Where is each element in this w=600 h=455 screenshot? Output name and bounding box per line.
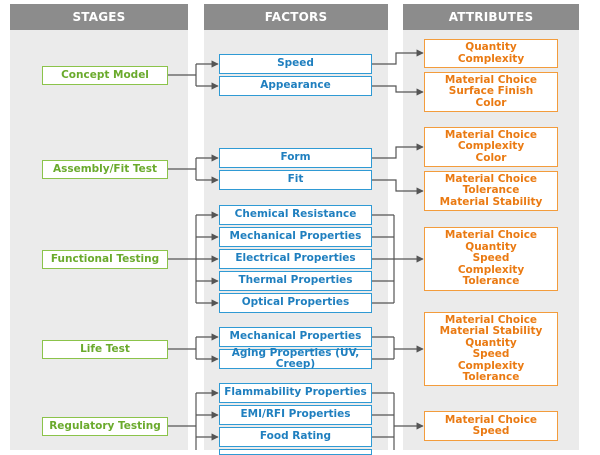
factor-optical-properties: Optical Properties bbox=[219, 293, 372, 313]
attribute-line: Color bbox=[475, 151, 507, 164]
attribute-group-5: Material Choice Quantity Speed Complexit… bbox=[424, 227, 558, 291]
factor-aging-properties: Aging Properties (UV, Creep) bbox=[219, 346, 372, 370]
factor-mechanical-properties: Mechanical Properties bbox=[219, 227, 372, 247]
factors-header: FACTORS bbox=[204, 4, 388, 30]
attribute-line: Material Choice bbox=[444, 229, 538, 242]
stage-functional-testing: Functional Testing bbox=[42, 250, 168, 269]
factor-label: Flammability Properties bbox=[224, 386, 367, 399]
stage-label: Regulatory Testing bbox=[49, 419, 161, 432]
factor-emi-rfi-properties: EMI/RFI Properties bbox=[219, 405, 372, 425]
attribute-line: Quantity bbox=[465, 336, 517, 349]
stage-concept-model: Concept Model bbox=[42, 66, 168, 85]
factor-label: Speed bbox=[277, 57, 314, 70]
attribute-line: Tolerance bbox=[462, 184, 520, 197]
attribute-line: Complexity bbox=[457, 359, 525, 372]
attribute-line: Material Choice bbox=[444, 73, 538, 86]
attribute-line: Complexity bbox=[457, 263, 525, 276]
stage-assembly-fit-test: Assembly/Fit Test bbox=[42, 160, 168, 179]
factor-label: Fit bbox=[287, 173, 304, 186]
attribute-line: Speed bbox=[472, 425, 510, 437]
attribute-group-2: Material Choice Surface Finish Color bbox=[424, 72, 558, 112]
attribute-line: Complexity bbox=[457, 52, 525, 65]
stage-life-test: Life Test bbox=[42, 340, 168, 359]
factor-label: EMI/RFI Properties bbox=[240, 408, 351, 421]
attribute-line: Speed bbox=[472, 348, 510, 360]
attribute-group-3: Material Choice Complexity Color bbox=[424, 127, 558, 167]
attribute-line: Speed bbox=[472, 252, 510, 265]
attribute-line: Quantity bbox=[465, 240, 517, 253]
attribute-line: Material Choice bbox=[444, 313, 538, 326]
stage-label: Life Test bbox=[80, 342, 130, 355]
factor-label: Form bbox=[280, 151, 311, 164]
attribute-line: Material Stability bbox=[439, 195, 543, 208]
attribute-line: Quantity bbox=[465, 41, 517, 53]
stage-label: Assembly/Fit Test bbox=[52, 162, 158, 175]
factor-flammability-properties: Flammability Properties bbox=[219, 383, 372, 403]
factor-label: Mechanical Properties bbox=[229, 330, 362, 343]
attribute-line: Material Stability bbox=[439, 325, 543, 337]
attribute-line: Complexity bbox=[457, 140, 525, 153]
attributes-header: ATTRIBUTES bbox=[403, 4, 579, 30]
factor-form: Form bbox=[219, 148, 372, 168]
factor-label: Thermal Properties bbox=[238, 274, 353, 287]
factor-food-rating: Food Rating bbox=[219, 427, 372, 447]
attribute-group-7: Material Choice Speed bbox=[424, 411, 558, 441]
factor-electrical-properties: Electrical Properties bbox=[219, 249, 372, 269]
factor-label: Food Rating bbox=[259, 430, 332, 443]
stage-label: Functional Testing bbox=[50, 252, 160, 265]
attribute-line: Material Choice bbox=[444, 128, 538, 141]
attribute-line: Tolerance bbox=[462, 275, 520, 288]
factor-label: Aging Properties (UV, Creep) bbox=[231, 346, 360, 370]
attribute-group-1: Quantity Complexity bbox=[424, 39, 558, 68]
attribute-line: Material Choice bbox=[444, 413, 538, 426]
stage-regulatory-testing: Regulatory Testing bbox=[42, 417, 168, 436]
factor-chemical-resistance: Chemical Resistance bbox=[219, 205, 372, 225]
factor-speed: Speed bbox=[219, 54, 372, 74]
factor-label: Optical Properties bbox=[241, 296, 350, 309]
stages-header: STAGES bbox=[10, 4, 188, 30]
attribute-line: Color bbox=[475, 96, 507, 109]
attribute-line: Tolerance bbox=[462, 371, 520, 383]
attribute-line: Surface Finish bbox=[448, 85, 534, 98]
factor-appearance: Appearance bbox=[219, 76, 372, 96]
attribute-line: Material Choice bbox=[444, 172, 538, 185]
factor-thermal-properties: Thermal Properties bbox=[219, 271, 372, 291]
attribute-group-4: Material Choice Tolerance Material Stabi… bbox=[424, 171, 558, 211]
stage-label: Concept Model bbox=[61, 68, 149, 81]
factor-life-mechanical-properties: Mechanical Properties bbox=[219, 327, 372, 347]
factor-label: Mechanical Properties bbox=[229, 230, 362, 243]
factor-label: Electrical Properties bbox=[235, 252, 356, 265]
attribute-group-6: Material Choice Material Stability Quant… bbox=[424, 312, 558, 386]
factor-label: Chemical Resistance bbox=[234, 208, 357, 221]
factor-label: Appearance bbox=[260, 79, 331, 92]
factor-fit: Fit bbox=[219, 170, 372, 190]
